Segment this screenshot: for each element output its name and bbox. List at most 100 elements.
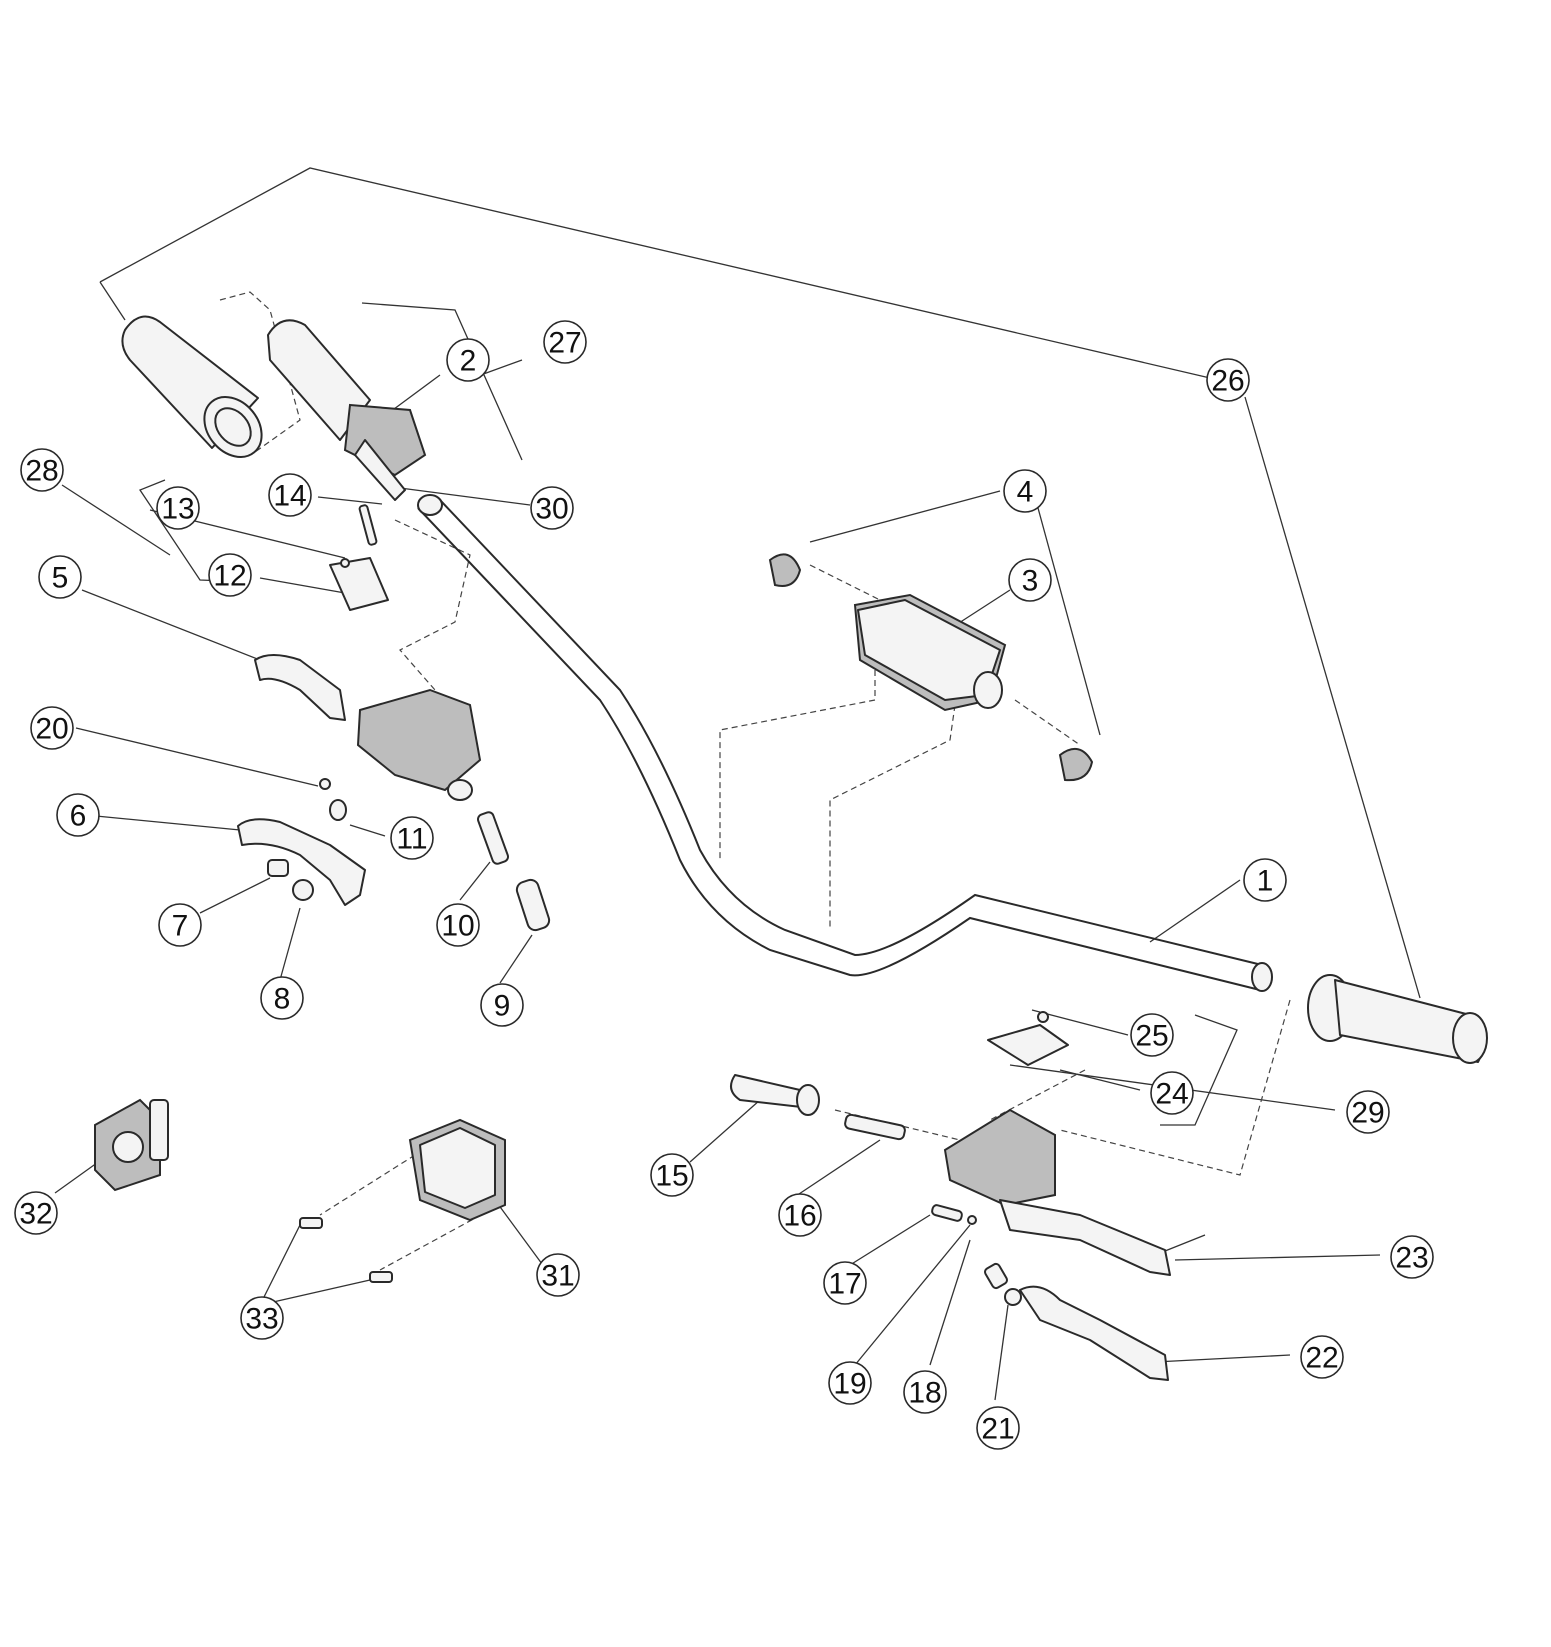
callout-25: 25: [1130, 1013, 1174, 1057]
callout-label: 26: [1211, 365, 1244, 398]
callout-label: 31: [541, 1260, 574, 1293]
callout-22: 22: [1300, 1335, 1344, 1379]
left-grip: [121, 315, 263, 458]
throttle-grip: [267, 319, 427, 501]
callout-label: 10: [441, 910, 474, 943]
callout-circle: [1206, 358, 1250, 402]
callout-circle: [1130, 1013, 1174, 1057]
callout-label: 30: [535, 493, 568, 526]
callout-circle: [1300, 1335, 1344, 1379]
callout-label: 8: [274, 983, 291, 1016]
callout-33: 33: [240, 1296, 284, 1340]
callout-21: 21: [976, 1406, 1020, 1450]
callout-circle: [20, 448, 64, 492]
callout-circle: [38, 555, 82, 599]
callout-16: 16: [778, 1193, 822, 1237]
callout-circle: [240, 1296, 284, 1340]
screws: [299, 1217, 393, 1283]
callout-circle: [156, 486, 200, 530]
callout-circle: [208, 553, 252, 597]
callout-circle: [828, 1361, 872, 1405]
callout-label: 9: [494, 990, 511, 1023]
callout-14: 14: [268, 473, 312, 517]
callout-label: 6: [70, 800, 87, 833]
callout-label: 7: [172, 910, 189, 943]
callout-5: 5: [38, 555, 82, 599]
callout-circle: [1150, 1071, 1194, 1115]
callout-7: 7: [158, 903, 202, 947]
callout-12: 12: [208, 553, 252, 597]
callout-28: 28: [20, 448, 64, 492]
callout-4: 4: [1003, 469, 1047, 513]
callout-18: 18: [903, 1370, 947, 1414]
callout-32: 32: [14, 1191, 58, 1235]
callout-label: 24: [1155, 1078, 1188, 1111]
callout-3: 3: [1008, 558, 1052, 602]
callout-30: 30: [530, 486, 574, 530]
callout-label: 11: [396, 823, 427, 856]
callout-circle: [30, 706, 74, 750]
callout-circle: [446, 338, 490, 382]
callout-circle: [14, 1191, 58, 1235]
callout-circle: [530, 486, 574, 530]
leader-lines: [54, 167, 1421, 1401]
callout-circle: [480, 983, 524, 1027]
callout-label: 14: [273, 480, 306, 513]
callout-label: 1: [1257, 865, 1274, 898]
callout-circle: [268, 473, 312, 517]
callout-label: 17: [828, 1268, 861, 1301]
callout-circle: [1003, 469, 1047, 513]
callout-label: 18: [908, 1377, 941, 1410]
handlebar: [417, 494, 1273, 992]
callout-29: 29: [1346, 1090, 1390, 1134]
callout-label: 5: [52, 562, 69, 595]
brake-master-cylinder: [943, 1011, 1171, 1276]
callout-circle: [1008, 558, 1052, 602]
callout-19: 19: [828, 1361, 872, 1405]
callout-label: 3: [1022, 565, 1039, 598]
left-small-parts: [267, 504, 551, 932]
callout-circle: [536, 1253, 580, 1297]
callout-label: 20: [35, 713, 68, 746]
callout-15: 15: [650, 1153, 694, 1197]
callout-circle: [823, 1261, 867, 1305]
callout-label: 13: [161, 493, 194, 526]
callout-label: 27: [548, 327, 581, 360]
callout-1: 1: [1243, 858, 1287, 902]
callout-circle: [1243, 858, 1287, 902]
callout-8: 8: [260, 976, 304, 1020]
brake-lever: [1019, 1285, 1169, 1381]
callout-label: 32: [19, 1198, 52, 1231]
right-small-parts: [730, 1074, 1022, 1306]
callout-label: 4: [1017, 476, 1034, 509]
callout-label: 16: [783, 1200, 816, 1233]
callout-label: 19: [833, 1368, 866, 1401]
kill-switch: [94, 1098, 169, 1192]
callout-6: 6: [56, 793, 100, 837]
callout-2: 2: [446, 338, 490, 382]
callout-24: 24: [1150, 1071, 1194, 1115]
callout-label: 21: [981, 1413, 1014, 1446]
callout-20: 20: [30, 706, 74, 750]
right-grip: [1307, 974, 1488, 1064]
callout-circle: [390, 816, 434, 860]
callout-label: 15: [655, 1160, 688, 1193]
cable-clip-upper: [768, 553, 802, 587]
cable-clip-lower: [1058, 747, 1094, 782]
clutch-master-cylinder: [254, 557, 482, 801]
callout-circle: [650, 1153, 694, 1197]
callout-label: 2: [460, 345, 477, 378]
callout-10: 10: [436, 903, 480, 947]
callout-31: 31: [536, 1253, 580, 1297]
callout-circle: [976, 1406, 1020, 1450]
callout-27: 27: [543, 320, 587, 364]
callout-26: 26: [1206, 358, 1250, 402]
callout-label: 22: [1305, 1342, 1338, 1375]
callout-circle: [903, 1370, 947, 1414]
callout-label: 23: [1395, 1242, 1428, 1275]
clutch-lever: [237, 818, 366, 906]
callout-23: 23: [1390, 1235, 1434, 1279]
callout-circle: [778, 1193, 822, 1237]
